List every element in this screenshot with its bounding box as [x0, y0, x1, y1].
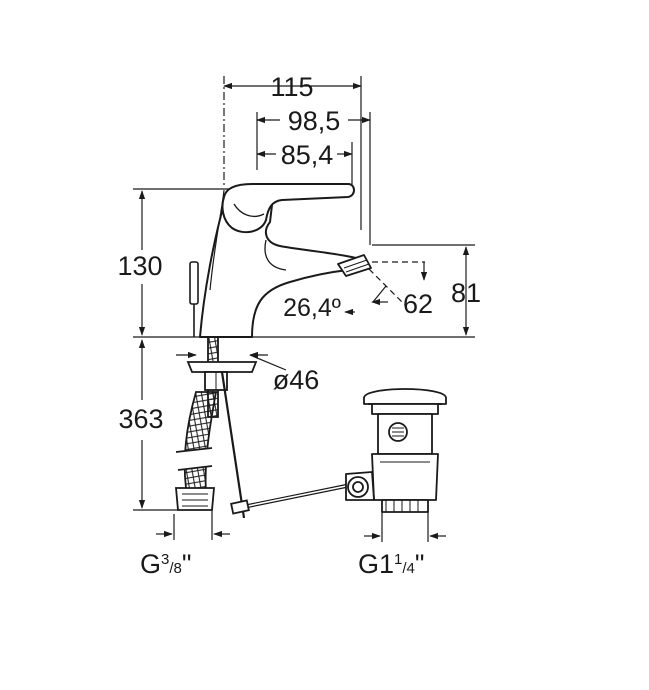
dim-angle: 26,4º: [283, 294, 341, 322]
waste-thread-suffix: ": [415, 549, 425, 579]
hose-thread-num: 3: [161, 551, 169, 568]
faucet-body: [189, 183, 372, 338]
waste-thread-den: /4: [402, 560, 415, 577]
popup-waste: [345, 388, 447, 513]
waste-thread-prefix: G1: [358, 549, 394, 579]
dim-width-inner: 85,4: [281, 140, 334, 170]
dim-width-total: 115: [270, 72, 313, 102]
dim-height-spout: 81: [451, 278, 481, 308]
waste-thread-label: G11/4": [358, 549, 424, 579]
dim-width-mid: 98,5: [288, 106, 341, 136]
dim-base-diameter: ø46: [273, 365, 320, 395]
hose-thread-prefix: G: [140, 549, 161, 579]
hose-thread-label: G3/8": [140, 549, 191, 579]
dimension-lines: [133, 76, 475, 542]
waste-thread-num: 1: [394, 551, 402, 568]
hose-thread-suffix: ": [182, 549, 192, 579]
dim-height-body: 130: [117, 251, 162, 281]
hose-thread-den: /8: [169, 560, 182, 577]
dim-hose-length: 363: [118, 404, 163, 434]
mounting-assembly: [175, 336, 347, 519]
dim-spout-reach: 62: [403, 289, 433, 319]
